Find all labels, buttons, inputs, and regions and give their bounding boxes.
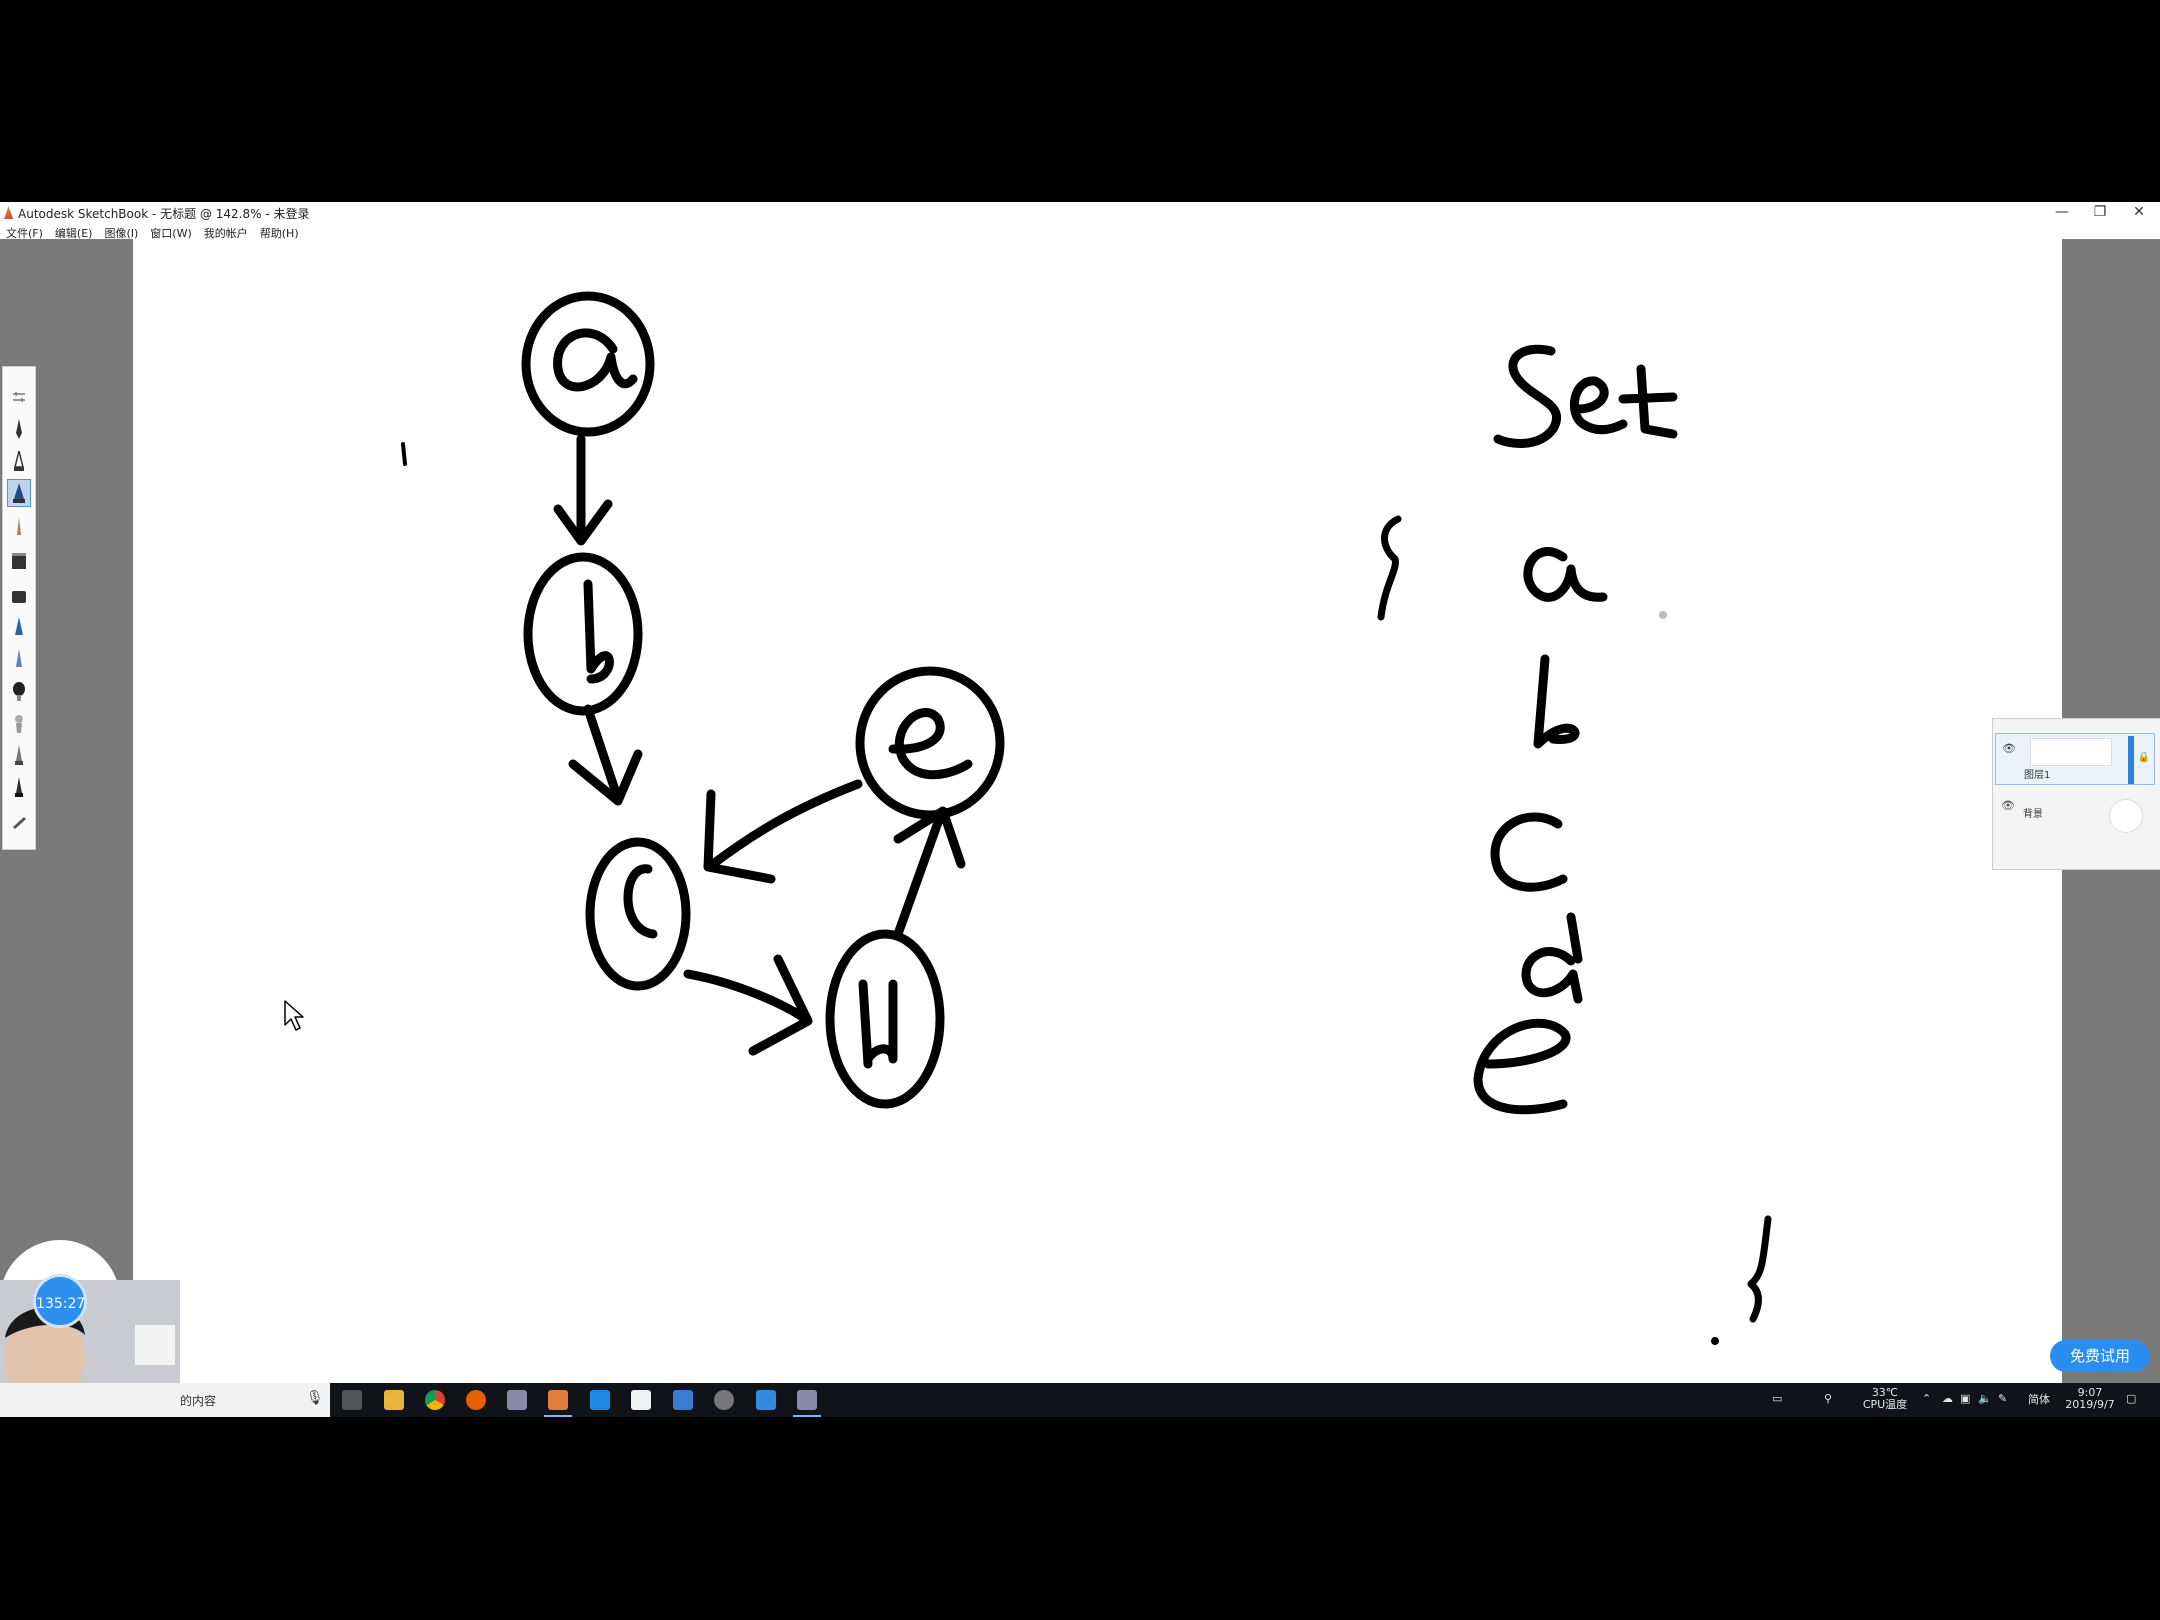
background-color-swatch[interactable] bbox=[2109, 799, 2143, 833]
window-title-bar: Autodesk SketchBook - 无标题 @ 142.8% - 未登录… bbox=[0, 202, 2160, 222]
sketchbook-app-icon bbox=[4, 206, 13, 219]
graph-node-a bbox=[521, 291, 655, 437]
search-placeholder: 的内容 bbox=[180, 1394, 217, 1408]
set-item-b bbox=[1533, 654, 1580, 749]
mouse-cursor-icon bbox=[284, 1000, 304, 1031]
round-brush-icon[interactable] bbox=[7, 677, 31, 705]
menu-edit[interactable]: 编辑(E) bbox=[54, 227, 93, 240]
set-item-c bbox=[1490, 812, 1568, 892]
window-title: Autodesk SketchBook - 无标题 @ 142.8% - 未登录 bbox=[18, 207, 310, 221]
visibility-eye-icon[interactable]: 👁 bbox=[2001, 799, 2015, 812]
set-item-a bbox=[1523, 547, 1608, 602]
menu-file[interactable]: 文件(F) bbox=[6, 227, 43, 240]
paint-bucket-icon[interactable] bbox=[7, 709, 31, 737]
arrow-a-to-b bbox=[553, 434, 613, 546]
cloud-icon[interactable]: ☁ bbox=[1942, 1392, 1953, 1405]
graph-node-c bbox=[585, 837, 691, 991]
opacity-bar[interactable] bbox=[2128, 736, 2134, 784]
drawing-canvas[interactable] bbox=[133, 239, 2062, 1383]
pen-icon[interactable]: ✎ bbox=[1998, 1392, 2008, 1405]
menu-window[interactable]: 窗口(W) bbox=[150, 227, 192, 240]
clock-time: 9:07 bbox=[2077, 1386, 2103, 1399]
menu-image[interactable]: 图像(I) bbox=[104, 227, 139, 240]
tool-settings-icon[interactable] bbox=[7, 383, 31, 411]
app-icon-5[interactable] bbox=[793, 1390, 821, 1417]
graph-node-d bbox=[825, 929, 945, 1109]
clock[interactable]: 9:07 2019/9/7 bbox=[2060, 1387, 2120, 1411]
pencil-icon[interactable] bbox=[7, 415, 31, 443]
arrow-c-to-d bbox=[683, 954, 813, 1056]
app-icon-3[interactable] bbox=[673, 1390, 693, 1410]
layer-item-1[interactable]: 👁 图层1 🔒 bbox=[1995, 733, 2155, 785]
airbrush-icon[interactable] bbox=[7, 513, 31, 541]
restore-button[interactable]: ❐ bbox=[2093, 204, 2107, 220]
layer-thumbnail bbox=[2030, 738, 2112, 766]
dust-dot bbox=[1659, 611, 1667, 619]
brace-close bbox=[1711, 1215, 1772, 1345]
firefox-icon[interactable] bbox=[466, 1390, 486, 1410]
chrome-icon[interactable] bbox=[425, 1390, 445, 1410]
file-explorer-icon[interactable] bbox=[384, 1390, 404, 1410]
notepad-icon[interactable] bbox=[631, 1390, 651, 1410]
tray-device-icon[interactable]: ▭ bbox=[1772, 1392, 1783, 1405]
recording-timer: 135:27 bbox=[33, 1274, 87, 1328]
network-icon[interactable]: ▣ bbox=[1960, 1392, 1971, 1405]
stray-mark bbox=[401, 442, 407, 466]
app-icon-1[interactable] bbox=[507, 1390, 527, 1410]
minimize-button[interactable]: — bbox=[2055, 204, 2069, 220]
ime-indicator[interactable]: 简体 bbox=[2028, 1393, 2050, 1406]
brush-toolbox bbox=[2, 366, 36, 850]
visibility-eye-icon[interactable]: 👁 bbox=[2002, 742, 2016, 755]
lock-icon[interactable]: 🔒 bbox=[2137, 752, 2150, 763]
close-button[interactable]: ✕ bbox=[2133, 204, 2145, 220]
windows-taskbar: 的内容 🎙 ▭ ⚲ 33℃ CPU温度 ⌃ ☁ ▣ 🔈 ✎ 简体 9:07 20… bbox=[0, 1383, 2160, 1417]
free-trial-button[interactable]: 免费试用 bbox=[2050, 1340, 2150, 1372]
set-word bbox=[1493, 344, 1678, 448]
temperature-label: CPU温度 bbox=[1862, 1398, 1908, 1411]
flat-brush-icon[interactable] bbox=[7, 547, 31, 575]
brace-open bbox=[1377, 515, 1402, 621]
arrow-b-to-c bbox=[568, 704, 643, 806]
menu-bar: 文件(F) 编辑(E) 图像(I) 窗口(W) 我的帐户帮助(H) bbox=[0, 222, 2160, 240]
ballpoint-pen-icon[interactable] bbox=[7, 479, 31, 507]
edge-icon[interactable] bbox=[756, 1390, 776, 1410]
taskbar-search-box[interactable]: 的内容 🎙 bbox=[0, 1383, 330, 1417]
app-icon-2[interactable] bbox=[590, 1390, 610, 1410]
arrow-e-to-c bbox=[703, 779, 863, 884]
graph-node-e bbox=[855, 666, 1005, 820]
chevron-up-icon[interactable]: ⌃ bbox=[1922, 1392, 1932, 1405]
menu-help[interactable]: 帮助(H) bbox=[259, 227, 299, 240]
layer-item-background[interactable]: 👁 背景 bbox=[1995, 791, 2155, 843]
tray-person-icon[interactable]: ⚲ bbox=[1824, 1392, 1833, 1405]
layer-name: 背景 bbox=[2023, 809, 2043, 820]
microphone-icon[interactable]: 🎙 bbox=[306, 1390, 324, 1406]
layer-name: 图层1 bbox=[2024, 770, 2051, 781]
fountain-pen-icon[interactable] bbox=[7, 613, 31, 641]
app-icon-4[interactable] bbox=[714, 1390, 734, 1410]
set-item-e bbox=[1473, 1018, 1571, 1115]
temperature-value: 33℃ bbox=[1871, 1386, 1899, 1399]
task-view-icon[interactable] bbox=[342, 1390, 362, 1410]
hard-eraser-icon[interactable] bbox=[7, 805, 31, 833]
menu-account[interactable]: 我的帐户 bbox=[203, 227, 248, 240]
sketchbook-taskbar-icon[interactable] bbox=[544, 1390, 572, 1417]
set-item-d bbox=[1521, 912, 1583, 1004]
layer-panel: 👁 图层1 🔒 👁 背景 bbox=[1992, 718, 2160, 870]
volume-icon[interactable]: 🔈 bbox=[1978, 1392, 1992, 1405]
marker-icon[interactable] bbox=[7, 581, 31, 609]
clock-date: 2019/9/7 bbox=[2065, 1398, 2115, 1411]
cpu-temperature: 33℃ CPU温度 bbox=[1860, 1387, 1910, 1411]
inking-pen-icon[interactable] bbox=[7, 447, 31, 475]
eraser-icon[interactable] bbox=[7, 773, 31, 801]
arrow-d-to-e bbox=[893, 806, 966, 939]
smudge-icon[interactable] bbox=[7, 741, 31, 769]
sketch-drawing bbox=[284, 291, 1772, 1345]
notification-icon[interactable]: ▢ bbox=[2126, 1392, 2137, 1405]
graph-node-b bbox=[523, 552, 643, 716]
chisel-icon[interactable] bbox=[7, 645, 31, 673]
